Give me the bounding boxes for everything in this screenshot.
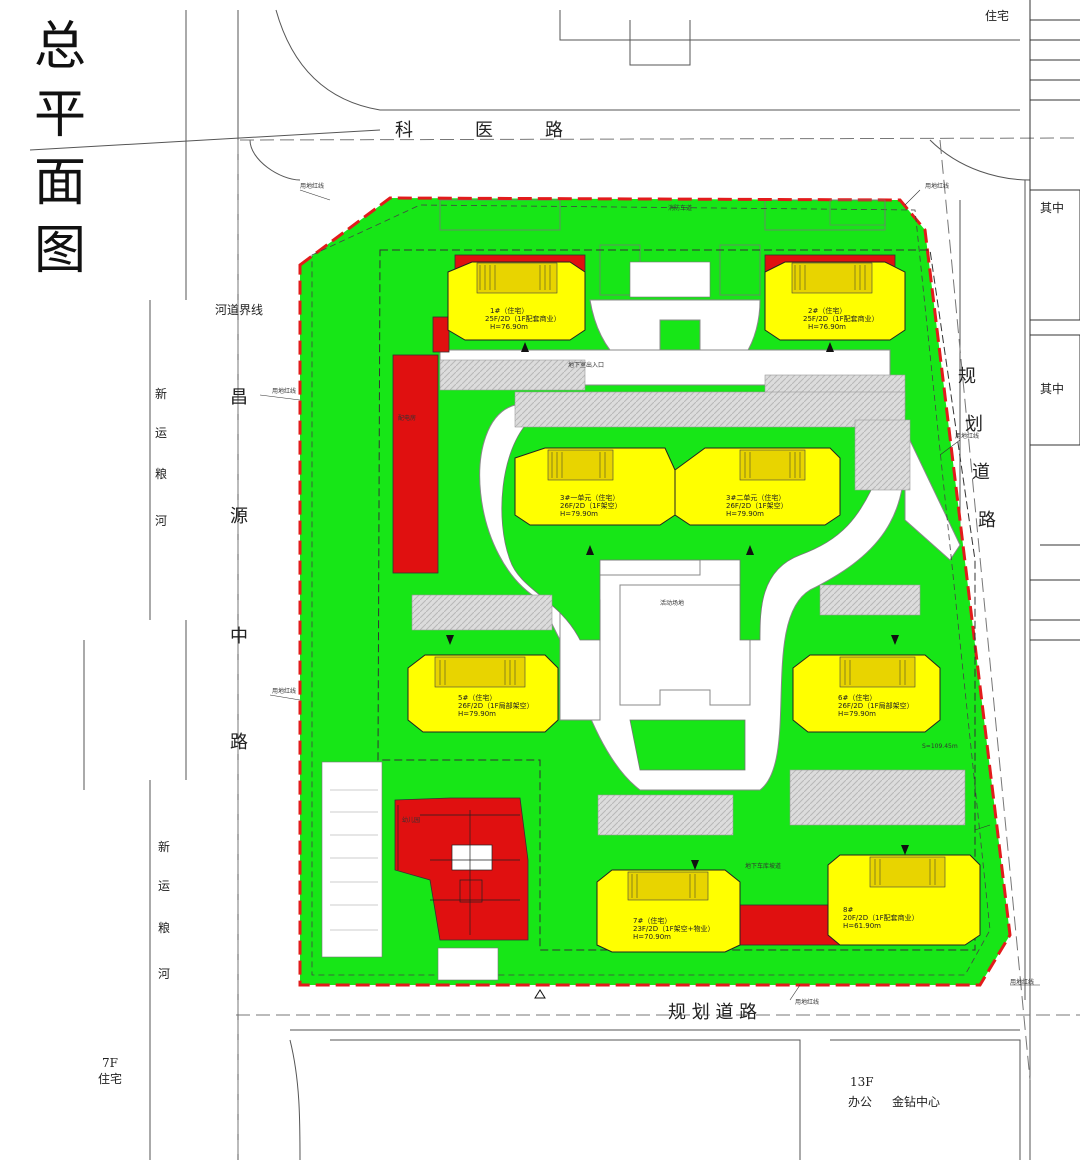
redline-label-east: 用地红线 xyxy=(955,432,979,440)
river-lower-2: 运 xyxy=(158,879,170,893)
building-1-line1: 1#（住宅） xyxy=(490,306,528,315)
river-upper-1: 新 xyxy=(155,386,167,401)
paving-zones xyxy=(411,359,966,836)
activity-plot-lines xyxy=(330,789,378,931)
river-lower-3: 粮 xyxy=(158,920,170,935)
basement-outline xyxy=(377,249,976,951)
road-west-1: 昌 xyxy=(230,387,248,408)
road-north-1: 科 xyxy=(395,120,413,141)
road-east-1: 规 xyxy=(958,366,976,387)
neighbor-labels: 住宅 其中 其中 7F 住宅 13F 办公 金钻中心 xyxy=(98,8,1064,1109)
neighbor-se-use: 办公 xyxy=(848,1094,872,1109)
river-boundary-label: 河道界线 xyxy=(215,303,263,317)
redline-label-ne: 用地红线 xyxy=(925,182,949,190)
river-lower-4: 河 xyxy=(158,967,170,981)
redline-label-north: 用地红线 xyxy=(300,182,324,190)
building-7-line1: 7#（住宅） xyxy=(633,916,671,925)
garage-ramp-label: 地下车库坡道 xyxy=(745,862,781,870)
road-names: 科 医 路 昌 源 中 路 规 划 道 路 规 划 道 路 xyxy=(230,120,996,1023)
neighbor-east-middle: 其中 xyxy=(1040,381,1064,396)
building-5-line2: 26F/2D（1F局部架空） xyxy=(458,701,534,710)
activity-label: 活动场地 xyxy=(660,599,684,607)
redline-label-west: 用地红线 xyxy=(272,387,296,395)
neighbor-sw-floors: 7F xyxy=(102,1056,118,1070)
building-3a-line2: 26F/2D（1F架空） xyxy=(560,501,622,510)
building-6-line2: 26F/2D（1F局部架空） xyxy=(838,701,914,710)
building-1-line3: H=76.90m xyxy=(490,323,528,331)
building-6-line3: H=79.90m xyxy=(838,710,876,718)
building-core-stripes xyxy=(439,265,936,898)
height-note: S=109.45m xyxy=(922,743,958,750)
river-labels: 河道界线 新 运 粮 河 新 运 粮 河 xyxy=(155,303,263,981)
kindergarten-detail xyxy=(397,805,520,935)
building-labels: 1#（住宅） 25F/2D（1F配套商业） H=76.90m 2#（住宅） 25… xyxy=(458,306,919,941)
setback-line xyxy=(311,204,991,976)
title-char-4: 图 xyxy=(34,221,86,281)
redline-label-south: 用地红线 xyxy=(795,998,819,1006)
activity-plots xyxy=(321,199,886,981)
river-upper-2: 运 xyxy=(155,426,167,440)
leader-lines xyxy=(259,189,1040,1001)
building-3a-line3: H=79.90m xyxy=(560,510,598,518)
building-3b-line2: 26F/2D（1F架空） xyxy=(726,501,788,510)
fire-road-label: 消防车道 xyxy=(668,204,692,212)
building-5-line1: 5#（住宅） xyxy=(458,693,496,702)
building-8-line2: 20F/2D（1F配套商业） xyxy=(843,913,919,922)
title-char-2: 平 xyxy=(34,85,86,145)
redline-label-se: 用地红线 xyxy=(1010,978,1034,986)
road-west-3: 中 xyxy=(230,626,248,647)
building-2-line3: H=76.90m xyxy=(808,323,846,331)
kindergarten-label: 幼儿园 xyxy=(402,816,420,824)
neighbor-east-upper: 其中 xyxy=(1040,200,1064,215)
road-west-2: 源 xyxy=(230,506,248,527)
building-3b-line1: 3#二单元（住宅） xyxy=(726,493,785,502)
road-south: 规 划 道 路 xyxy=(668,1002,757,1023)
road-north-3: 路 xyxy=(545,120,563,141)
river-upper-3: 粮 xyxy=(155,466,167,481)
road-east-4: 路 xyxy=(978,510,996,531)
road-north-2: 医 xyxy=(475,120,493,141)
drawing-title: 总 平 面 图 xyxy=(34,17,86,281)
road-centerlines xyxy=(236,137,1080,1160)
river-lower-1: 新 xyxy=(158,839,170,854)
river-upper-4: 河 xyxy=(155,514,167,528)
title-char-1: 总 xyxy=(34,17,86,77)
building-6-line1: 6#（住宅） xyxy=(838,693,876,702)
building-3a-line1: 3#一单元（住宅） xyxy=(560,493,619,502)
basement-entry-label: 地下室出入口 xyxy=(568,361,604,369)
neighbor-sw-use: 住宅 xyxy=(98,1071,122,1086)
building-5-line3: H=79.90m xyxy=(458,710,496,718)
road-east-3: 道 xyxy=(972,462,990,483)
building-1-line2: 25F/2D（1F配套商业） xyxy=(485,314,561,323)
redline-label-west2: 用地红线 xyxy=(272,687,296,695)
east-neighbor-blocks xyxy=(1029,0,1080,641)
entrance-arrows xyxy=(446,342,909,999)
title-char-3: 面 xyxy=(34,153,86,213)
street-curbs xyxy=(29,9,1031,1161)
neighbor-se-name: 金钻中心 xyxy=(892,1094,940,1109)
substation-label: 配电房 xyxy=(398,414,416,422)
building-7-line2: 23F/2D（1F架空+物业） xyxy=(633,924,714,933)
building-7-line3: H=70.90m xyxy=(633,933,671,941)
neighbor-se-floors: 13F xyxy=(850,1075,874,1089)
building-8-line3: H=61.90m xyxy=(843,922,881,930)
road-west-4: 路 xyxy=(230,732,248,753)
small-annotations: 用地红线 用地红线 用地红线 用地红线 用地红线 用地红线 用地红线 地下室出入… xyxy=(272,182,1034,1006)
building-3b-line3: H=79.90m xyxy=(726,510,764,518)
building-2-line2: 25F/2D（1F配套商业） xyxy=(803,314,879,323)
building-8-line1: 8# xyxy=(843,906,853,914)
road-east-2: 划 xyxy=(965,414,983,435)
building-2-line1: 2#（住宅） xyxy=(808,306,846,315)
neighbor-north-right: 住宅 xyxy=(985,8,1009,23)
